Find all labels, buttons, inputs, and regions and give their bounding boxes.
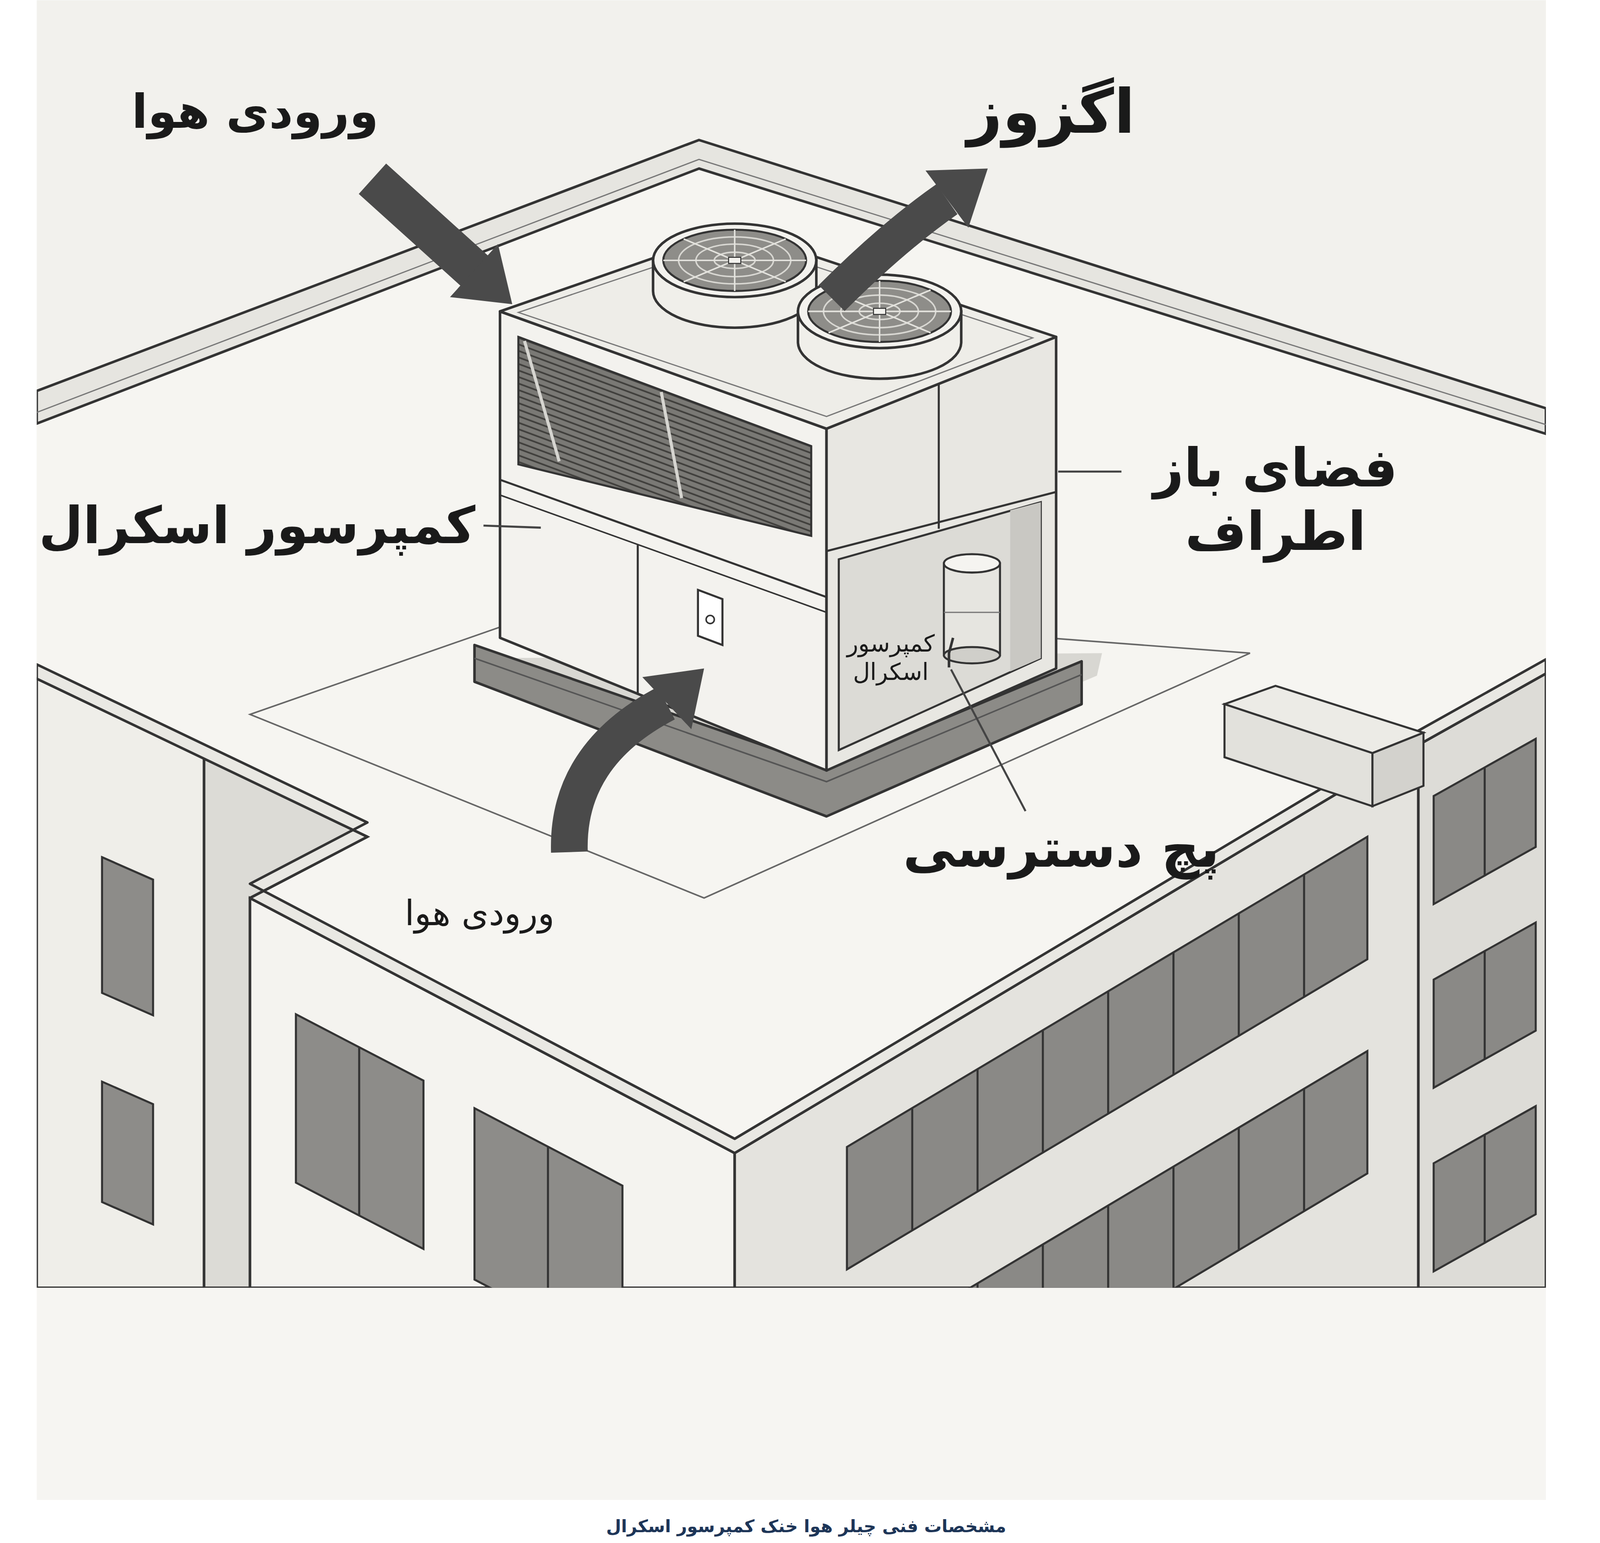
building bbox=[1107, 1205, 1110, 1289]
compressor-label: کمپرسور اسکرال bbox=[840, 630, 942, 687]
condenser-fan bbox=[683, 238, 786, 282]
building bbox=[1483, 951, 1487, 1060]
building bbox=[847, 1051, 1368, 1289]
airflow-arrow bbox=[372, 178, 478, 274]
building bbox=[1483, 767, 1487, 1244]
condenser-fan bbox=[663, 229, 807, 292]
building bbox=[1172, 1166, 1175, 1289]
condenser-fan bbox=[797, 274, 962, 379]
building bbox=[1107, 991, 1110, 1114]
access-panel-label: پچ دسترسی bbox=[902, 817, 1220, 881]
exhaust-arrow bbox=[831, 199, 947, 299]
leader-line bbox=[483, 525, 541, 528]
exhaust-label: اگزوز bbox=[967, 75, 1136, 149]
building bbox=[102, 1081, 154, 1225]
building bbox=[1041, 1244, 1045, 1288]
building bbox=[1418, 673, 1546, 1289]
building bbox=[1302, 874, 1306, 997]
building bbox=[1433, 1106, 1536, 1272]
building bbox=[1372, 732, 1424, 807]
building bbox=[36, 678, 205, 1289]
chiller-unit bbox=[661, 392, 682, 499]
building bbox=[1172, 952, 1175, 1075]
leader-line bbox=[1058, 470, 1122, 474]
building bbox=[1041, 1030, 1045, 1154]
chiller-unit bbox=[500, 479, 827, 598]
chiller-unit bbox=[518, 337, 812, 537]
chiller-unit bbox=[474, 223, 1102, 817]
access-panel bbox=[838, 502, 1042, 751]
building bbox=[102, 857, 154, 1016]
building bbox=[1224, 704, 1373, 807]
condenser-fan bbox=[873, 308, 886, 315]
building bbox=[1483, 767, 1487, 876]
compressor-label: کمپرسور اسکرال bbox=[38, 495, 476, 557]
scroll-compressor bbox=[943, 554, 1001, 573]
building bbox=[734, 745, 1419, 1289]
condenser-fan bbox=[663, 229, 807, 292]
building bbox=[911, 1108, 914, 1231]
airflow-arrow bbox=[372, 178, 513, 305]
exhaust-arrow bbox=[925, 168, 988, 228]
clearance-label: فضای باز اطراف bbox=[1129, 436, 1422, 564]
chiller-unit bbox=[698, 590, 723, 645]
scroll-compressor bbox=[943, 611, 1001, 613]
chiller-unit bbox=[524, 341, 559, 462]
condenser-fan bbox=[728, 257, 741, 264]
leader-line bbox=[950, 669, 1026, 812]
building bbox=[976, 1284, 979, 1289]
scroll-compressor bbox=[949, 637, 954, 668]
building bbox=[1433, 922, 1536, 1088]
background bbox=[36, 1288, 1546, 1501]
airflow-arrow bbox=[569, 703, 667, 853]
building bbox=[1237, 1127, 1240, 1251]
building bbox=[976, 1069, 979, 1193]
building bbox=[912, 1089, 1305, 1289]
air-inlet-label: ورودی هوا bbox=[131, 84, 379, 141]
building bbox=[1483, 1135, 1487, 1244]
chiller-unit bbox=[1010, 502, 1042, 672]
building bbox=[1302, 1089, 1306, 1212]
building bbox=[474, 1108, 623, 1289]
condenser-fan bbox=[683, 238, 786, 282]
exhaust-arrow bbox=[831, 168, 988, 299]
scroll-compressor bbox=[943, 647, 1001, 664]
building bbox=[295, 1014, 424, 1249]
airflow-arrow bbox=[642, 668, 704, 730]
building bbox=[546, 1147, 550, 1289]
chiller-unit bbox=[937, 383, 941, 529]
caption: مشخصات فنی چیلر هوا خنک کمپرسور اسکرال bbox=[606, 1516, 1007, 1537]
building bbox=[36, 139, 1546, 434]
scroll-compressor bbox=[943, 554, 1001, 668]
airflow-arrow bbox=[569, 668, 704, 853]
building bbox=[36, 139, 1546, 1289]
chiller-unit bbox=[636, 545, 640, 695]
chiller-unit bbox=[706, 615, 715, 624]
building bbox=[358, 1047, 361, 1216]
building bbox=[1433, 739, 1536, 905]
condenser-fan bbox=[653, 223, 817, 328]
air-inlet-label: ورودی هوا bbox=[404, 892, 555, 934]
condenser-fan bbox=[653, 223, 817, 298]
chiller-unit bbox=[500, 495, 827, 613]
building bbox=[1237, 913, 1240, 1037]
airflow-arrow bbox=[450, 243, 513, 305]
